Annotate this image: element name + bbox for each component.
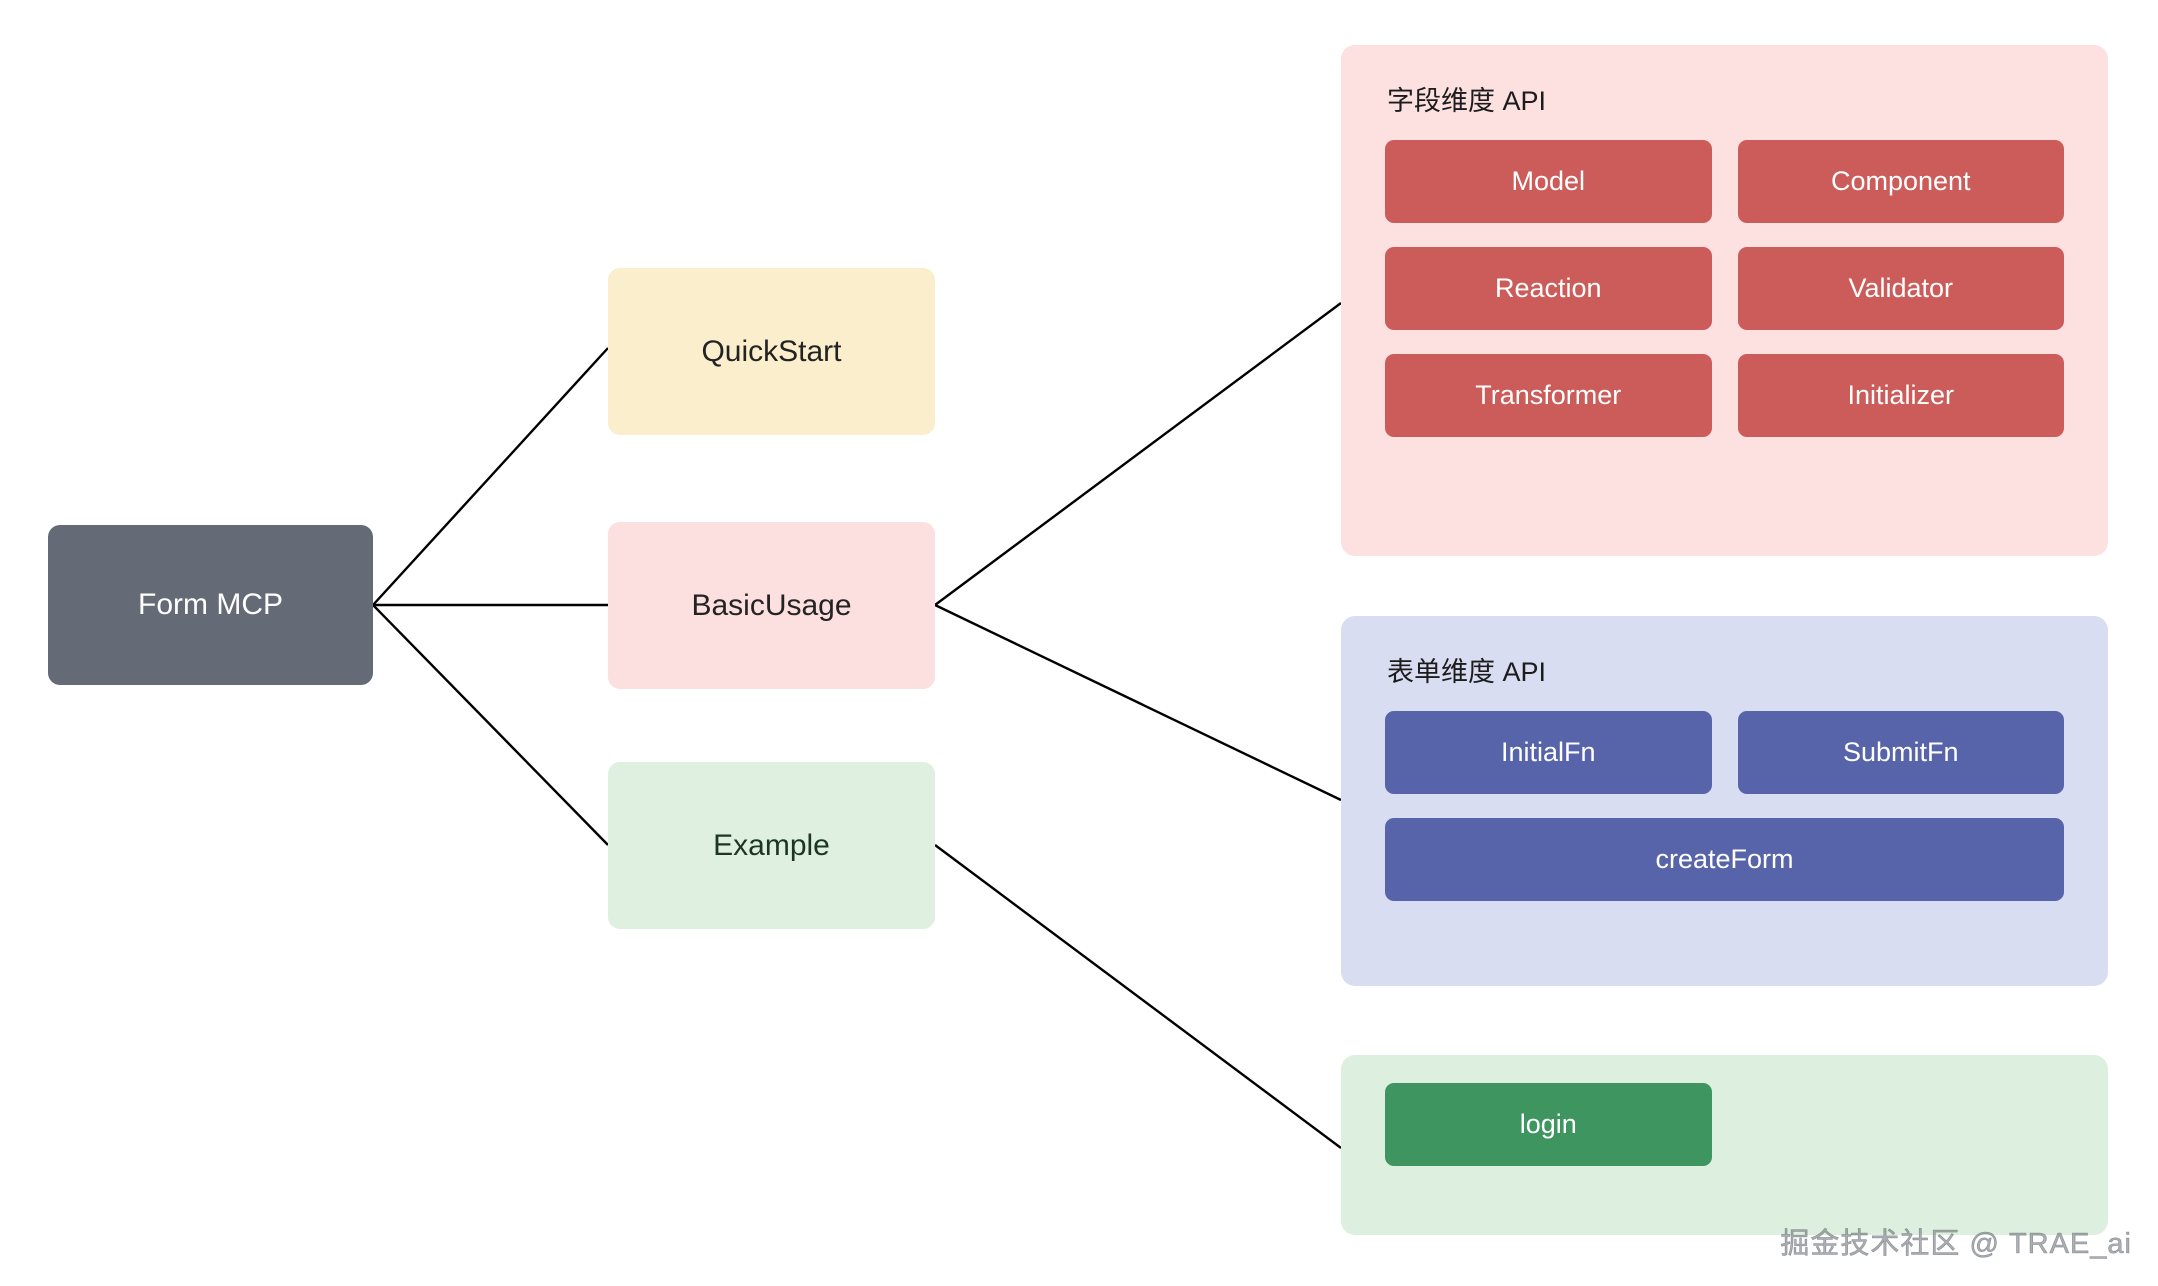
node-example[interactable]: Example (608, 762, 935, 929)
edge-root-to-example (372, 604, 609, 846)
node-basicusage-label: BasicUsage (691, 588, 852, 622)
panel-field-api-items: Model Component Reaction Validator Trans… (1385, 140, 2064, 437)
chip-model[interactable]: Model (1385, 140, 1712, 223)
node-example-label: Example (713, 828, 830, 862)
chip-login[interactable]: login (1385, 1083, 1712, 1166)
panel-form-api-title: 表单维度 API (1387, 657, 1547, 687)
panel-field-api-title: 字段维度 API (1387, 86, 1547, 116)
chip-initializer[interactable]: Initializer (1737, 354, 2064, 437)
node-quickstart-label: QuickStart (701, 334, 842, 368)
node-basicusage[interactable]: BasicUsage (608, 522, 935, 689)
panel-field-api: 字段维度 API Model Component Reaction Valida… (1341, 45, 2108, 556)
node-quickstart[interactable]: QuickStart (608, 268, 935, 435)
edge-example-to-example-api (934, 844, 1342, 1149)
chip-validator[interactable]: Validator (1737, 247, 2064, 330)
node-form-mcp[interactable]: Form MCP (48, 525, 373, 685)
edge-basicusage-to-field-api (934, 302, 1342, 606)
node-form-mcp-label: Form MCP (138, 588, 283, 622)
edge-root-to-quickstart (372, 347, 609, 606)
chip-reaction[interactable]: Reaction (1385, 247, 1712, 330)
panel-example-api-items: login (1385, 1083, 2064, 1166)
chip-component[interactable]: Component (1737, 140, 2064, 223)
edge-basicusage-to-form-api (934, 603, 1342, 802)
chip-initialfn[interactable]: InitialFn (1385, 711, 1712, 794)
watermark: 掘金技术社区 @ TRAE_ai (1780, 1228, 2132, 1261)
chip-transformer[interactable]: Transformer (1385, 354, 1712, 437)
chip-createform[interactable]: createForm (1385, 818, 2064, 901)
panel-example-api: login (1341, 1055, 2108, 1235)
chip-submitfn[interactable]: SubmitFn (1737, 711, 2064, 794)
panel-form-api-items: InitialFn SubmitFn createForm (1385, 711, 2064, 901)
panel-form-api: 表单维度 API InitialFn SubmitFn createForm (1341, 616, 2108, 986)
